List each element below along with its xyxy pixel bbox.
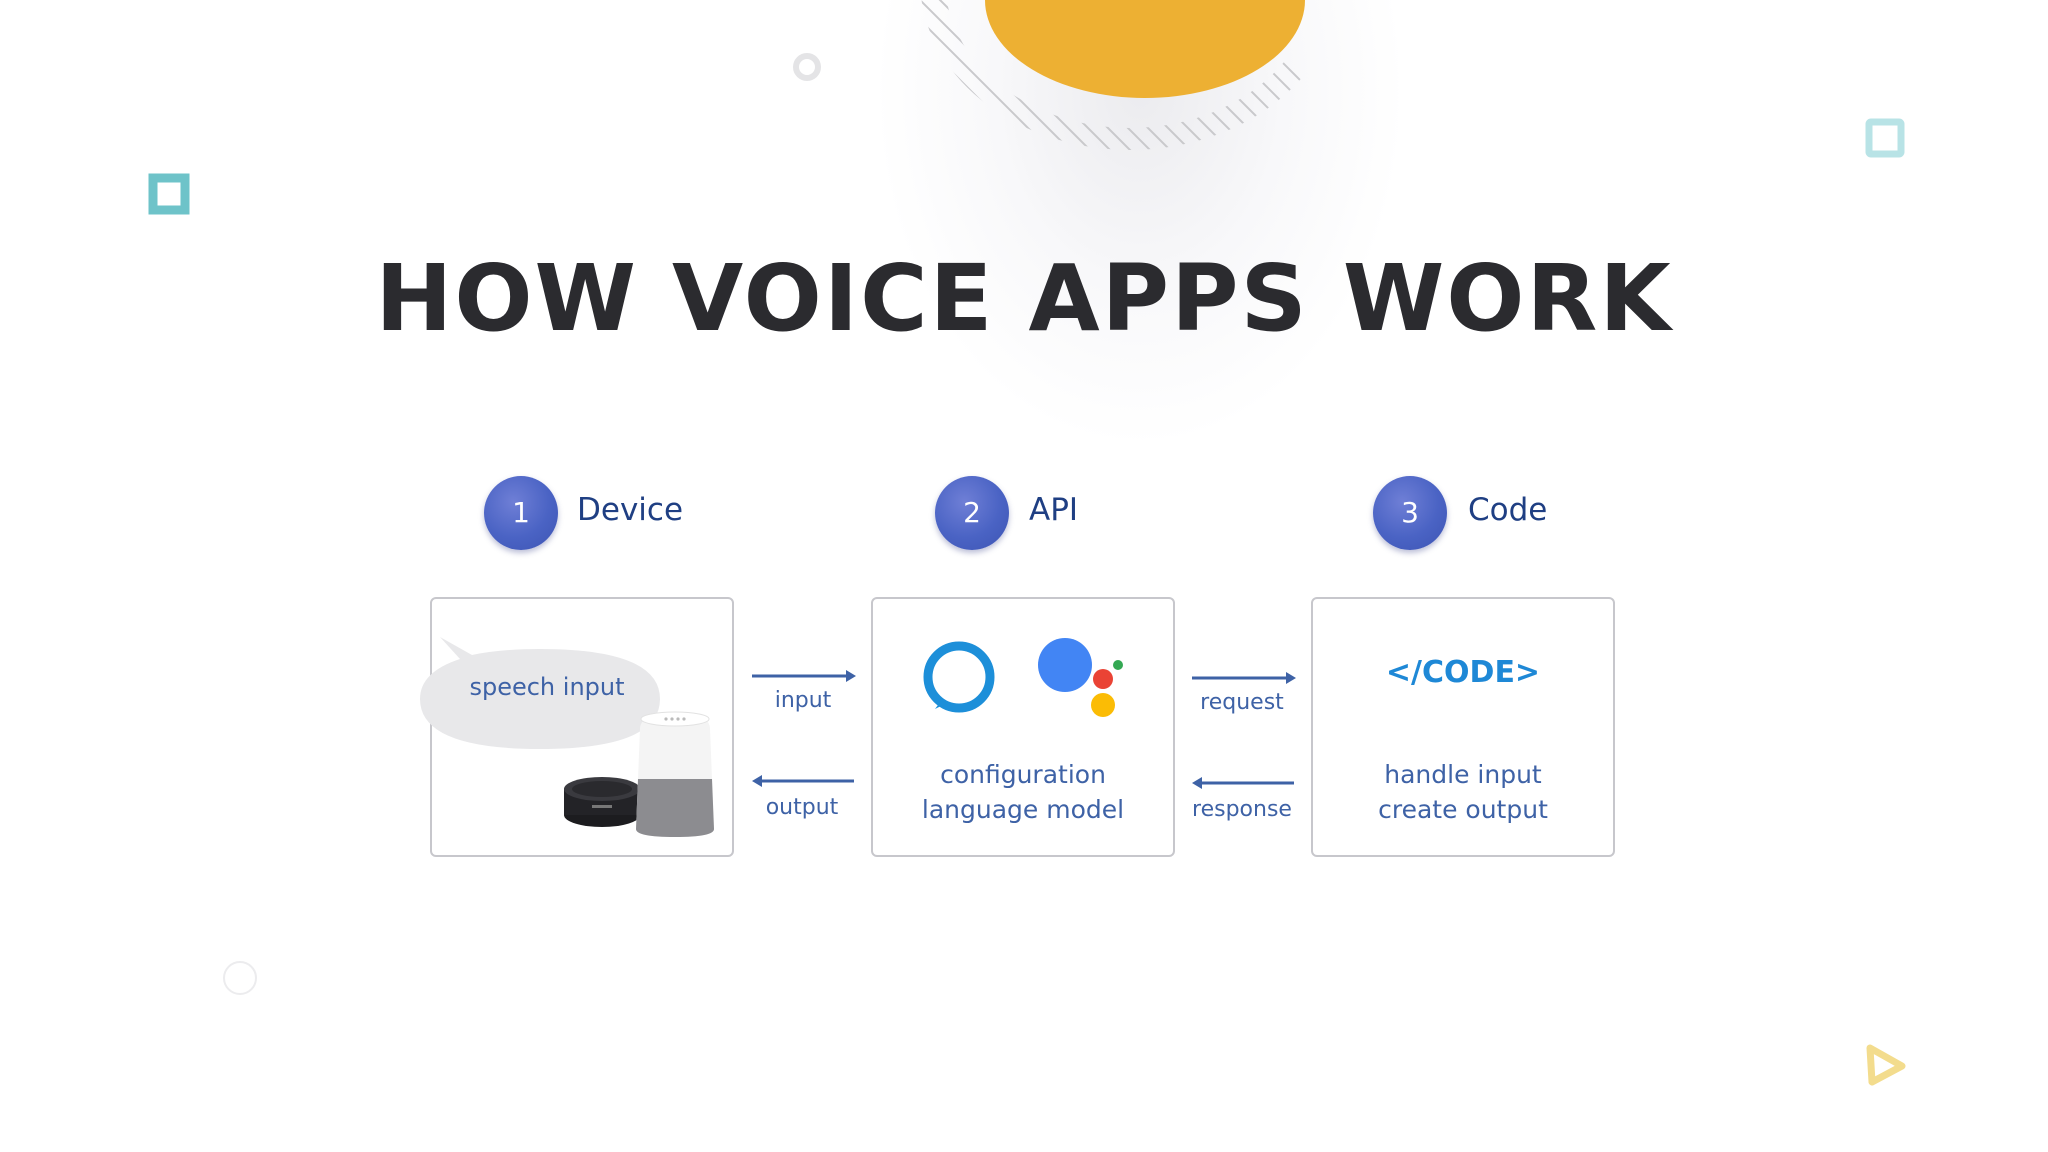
alexa-ring-icon	[923, 641, 995, 713]
api-box: configuration language model	[871, 597, 1175, 857]
gray-ring-decoration	[793, 53, 821, 81]
speech-bubble	[420, 637, 660, 749]
teal-square-decoration-right	[1865, 118, 1905, 158]
api-line-1: configuration	[940, 760, 1106, 789]
code-box: </CODE> handle input create output	[1311, 597, 1615, 857]
yellow-triangle-decoration	[1866, 1044, 1906, 1086]
response-arrow-icon	[1192, 777, 1294, 789]
input-label: input	[774, 688, 832, 713]
step-1-label: Device	[577, 492, 684, 528]
teal-square-decoration-left	[148, 173, 190, 215]
code-label: </CODE>	[1385, 655, 1541, 690]
response-label: response	[1192, 797, 1292, 822]
step-3-label: Code	[1468, 492, 1548, 528]
output-label: output	[765, 795, 839, 820]
step-1-number: 1	[484, 476, 558, 550]
output-arrow-icon	[752, 775, 854, 787]
step-3-number: 3	[1373, 476, 1447, 550]
google-home-speaker-icon	[636, 711, 714, 837]
step-2-number: 2	[935, 476, 1009, 550]
request-arrow-icon	[1192, 672, 1296, 684]
google-assistant-icon	[1038, 638, 1123, 717]
page-title: HOW VOICE APPS WORK	[375, 245, 1673, 352]
input-arrow-icon	[752, 670, 856, 682]
request-label: request	[1200, 690, 1284, 715]
step-2-label: API	[1029, 492, 1079, 528]
code-line-2: create output	[1378, 795, 1548, 824]
code-line-1: handle input	[1384, 760, 1542, 789]
echo-dot-speaker-icon	[564, 777, 640, 827]
yellow-semicircle-decoration	[985, 0, 1305, 98]
speech-input-text: speech input	[469, 673, 625, 701]
white-circle-decoration	[223, 961, 257, 995]
api-line-2: language model	[921, 795, 1125, 824]
device-box: speech input	[420, 597, 734, 857]
